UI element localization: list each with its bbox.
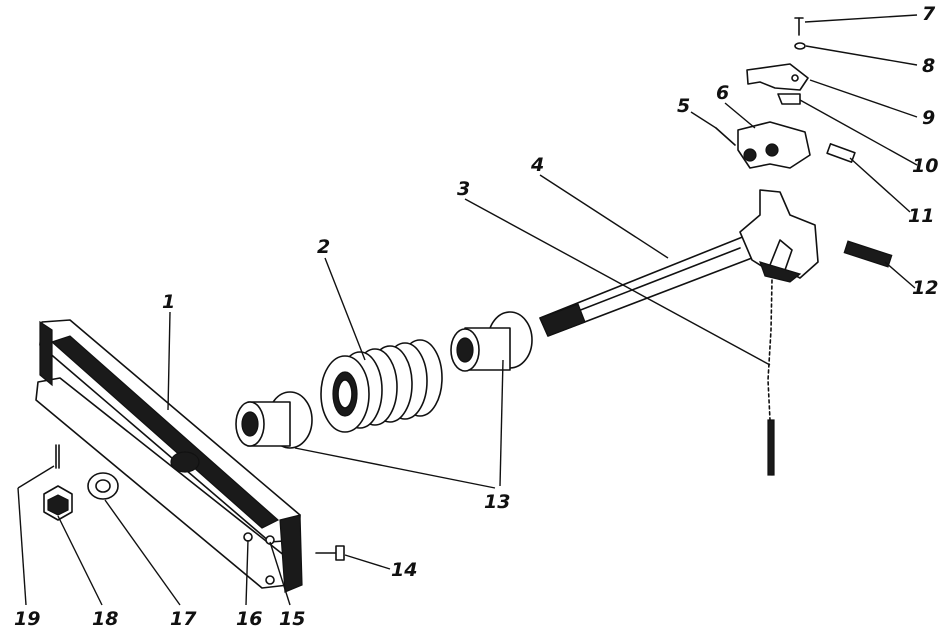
label-15: 15 bbox=[279, 608, 305, 630]
label-4: 4 bbox=[530, 154, 544, 176]
label-14: 14 bbox=[391, 559, 417, 581]
label-3: 3 bbox=[457, 178, 470, 200]
label-6: 6 bbox=[716, 82, 729, 104]
part-6-bracket bbox=[737, 121, 811, 169]
label-17: 17 bbox=[170, 608, 197, 630]
part-2-spring bbox=[320, 339, 443, 433]
leader-lines bbox=[17, 14, 918, 606]
label-8: 8 bbox=[922, 55, 935, 77]
callout-labels: 1 2 3 4 5 6 7 8 9 10 11 12 13 14 15 16 1… bbox=[14, 3, 938, 630]
label-13: 13 bbox=[484, 491, 510, 513]
label-19: 19 bbox=[14, 608, 40, 630]
part-5-pin bbox=[715, 127, 736, 146]
part-3-chain bbox=[767, 279, 775, 476]
part-14-bolt bbox=[315, 545, 345, 561]
part-9-latch-plate bbox=[746, 63, 809, 91]
label-1: 1 bbox=[162, 291, 175, 313]
label-7: 7 bbox=[922, 3, 936, 25]
part-13-bushing-left bbox=[235, 391, 313, 449]
part-17-washer bbox=[87, 472, 119, 500]
label-2: 2 bbox=[317, 236, 330, 258]
part-8-washer bbox=[794, 42, 806, 50]
part-11-pin bbox=[826, 143, 856, 163]
label-5: 5 bbox=[677, 95, 690, 117]
label-18: 18 bbox=[92, 608, 118, 630]
part-7-screw bbox=[794, 17, 804, 36]
label-11: 11 bbox=[908, 205, 934, 227]
part-12-long-pin bbox=[843, 240, 893, 268]
part-4-drawbar-hook bbox=[539, 189, 819, 337]
label-10: 10 bbox=[912, 155, 938, 177]
part-19-cotter-pin bbox=[55, 444, 60, 469]
part-18-castle-nut bbox=[43, 485, 73, 521]
label-9: 9 bbox=[922, 107, 935, 129]
part-1-beam bbox=[35, 319, 303, 593]
part-13-bushing-right bbox=[450, 311, 533, 372]
part-10-clip bbox=[777, 93, 801, 105]
label-12: 12 bbox=[912, 277, 938, 299]
label-16: 16 bbox=[236, 608, 262, 630]
